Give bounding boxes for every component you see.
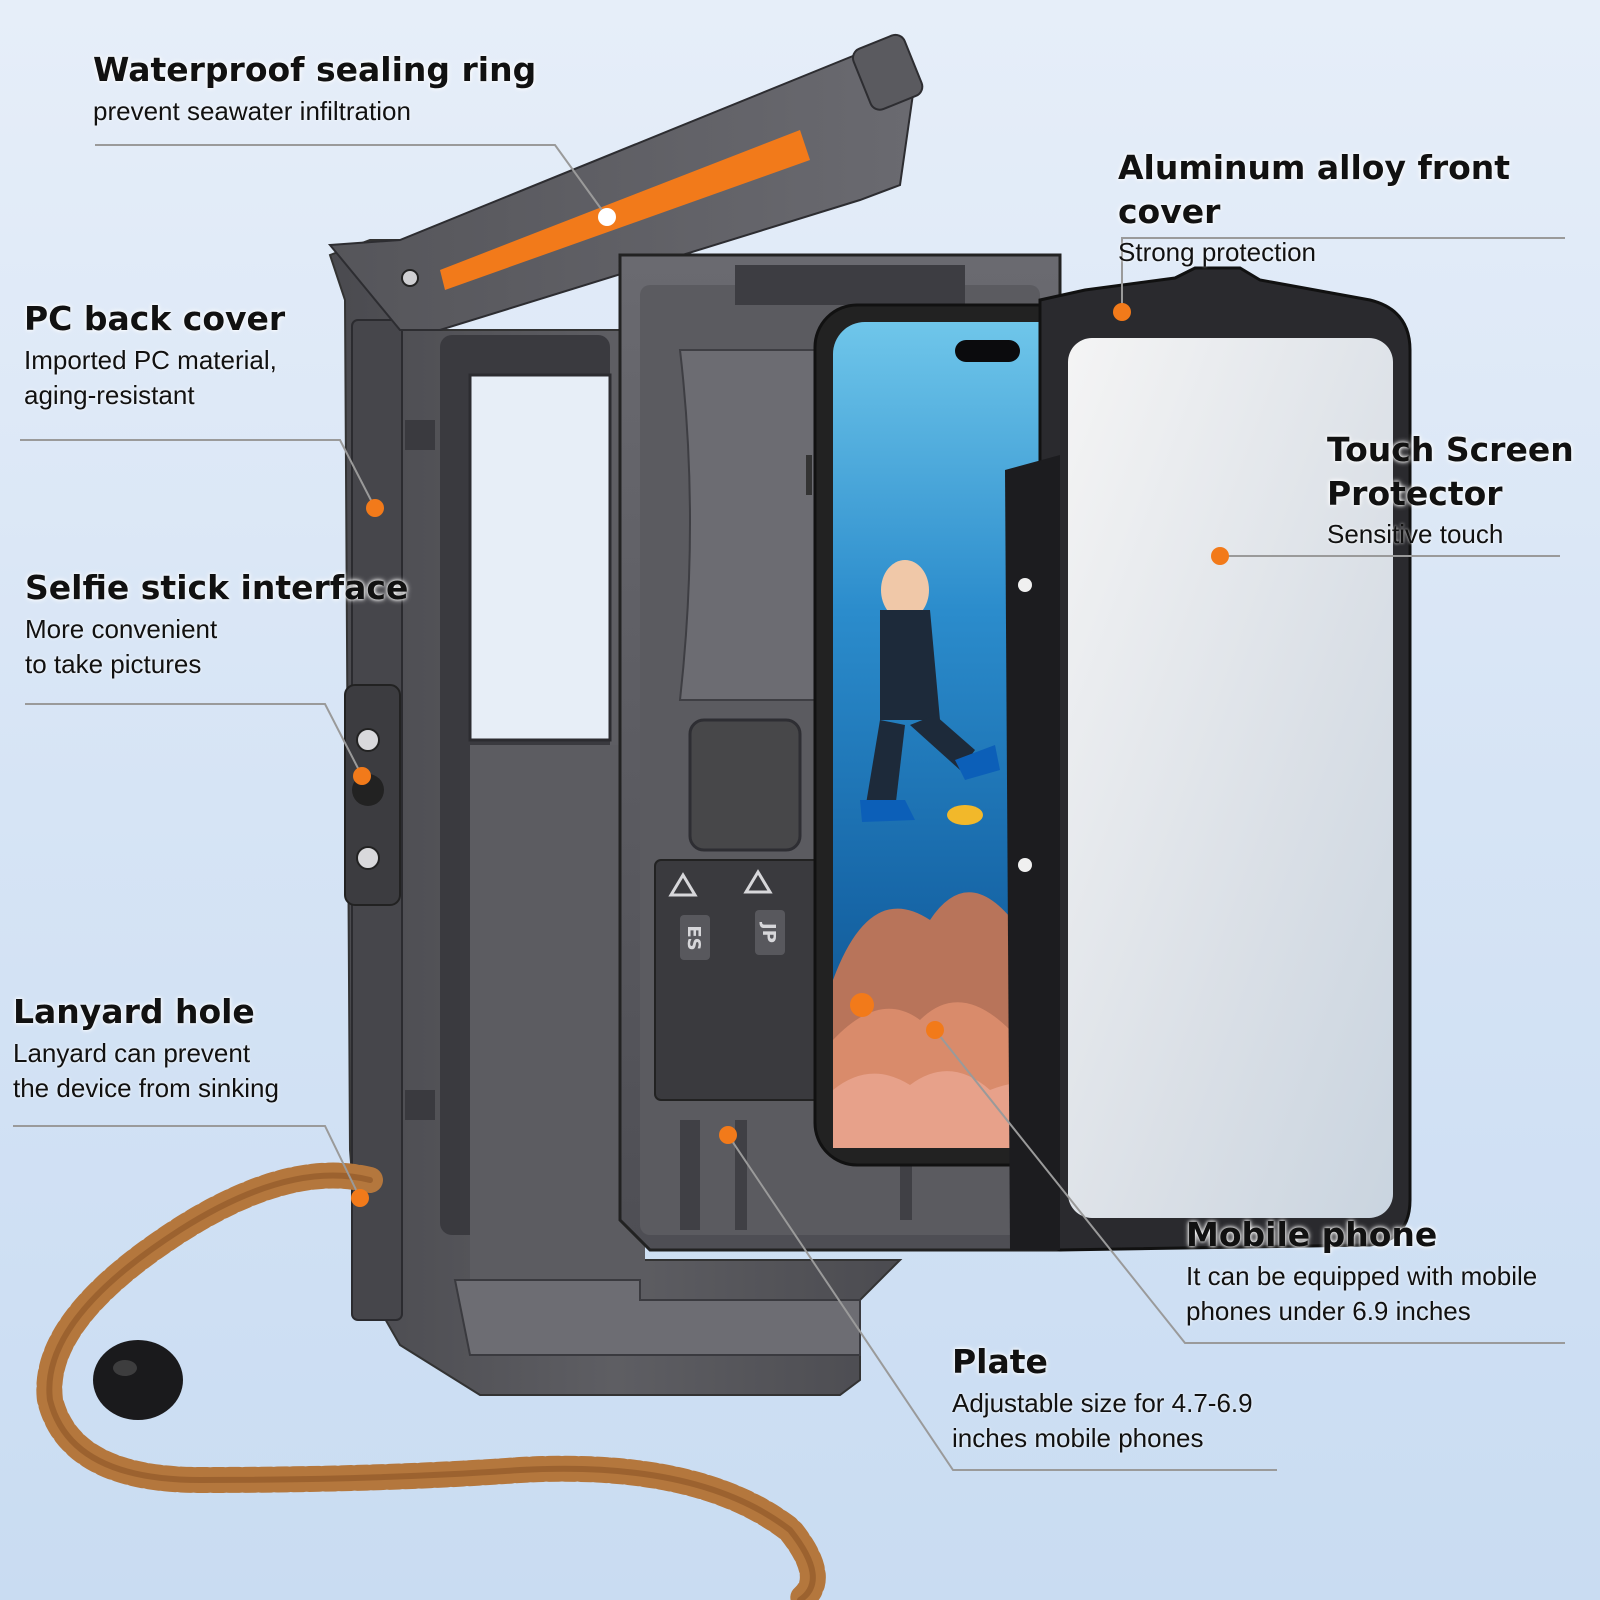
touch-protector-subtitle: Sensitive touch [1327,519,1504,550]
callout-sealing-ring: Waterproof sealing ring prevent seawater… [93,48,536,129]
plate-subtitle-line2: inches mobile phones [952,1422,1204,1453]
touch-protector-title-line2: Protector [1327,473,1503,513]
callout-plate: Plate Adjustable size for 4.7-6.9 inches… [952,1340,1253,1456]
selfie-interface-subtitle-line1: More convenient [25,613,218,644]
plate-subtitle: Adjustable size for 4.7-6.9 inches mobil… [952,1386,1253,1456]
front-cover-title: Aluminum alloy front cover [1118,148,1511,231]
plate-label-left: ES [683,925,704,950]
plate-label-right: JP [758,921,779,943]
callout-front-cover: Aluminum alloy front cover Strong protec… [1118,146,1600,270]
plate-subtitle-line1: Adjustable size for 4.7-6.9 [952,1387,1253,1418]
marker-plate [719,1126,737,1144]
callout-lanyard-hole: Lanyard hole Lanyard can prevent the dev… [13,990,279,1106]
back-cover-title: PC back cover [24,299,286,338]
selfie-interface-subtitle: More convenient to take pictures [25,612,408,682]
callout-selfie-interface: Selfie stick interface More convenient t… [25,566,408,682]
back-cover-subtitle-line2: aging-resistant [24,379,195,410]
marker-mobile-phone [926,1021,944,1039]
back-cover-subtitle: Imported PC material, aging-resistant [24,343,285,413]
front-cover-shape [1005,266,1412,1252]
marker-lanyard-hole [351,1189,369,1207]
lanyard-hole-subtitle: Lanyard can prevent the device from sink… [13,1036,279,1106]
callout-mobile-phone: Mobile phone It can be equipped with mob… [1186,1213,1537,1329]
lanyard-hole-title: Lanyard hole [13,992,255,1031]
back-cover-subtitle-line1: Imported PC material, [24,344,277,375]
plate-title: Plate [952,1342,1048,1381]
callout-leader-lines [13,144,1565,1471]
lanyard-hole-subtitle-line2: the device from sinking [13,1072,279,1103]
marker-touch-protector [1211,547,1229,565]
marker-front-cover [1113,303,1131,321]
callout-back-cover: PC back cover Imported PC material, agin… [24,297,285,413]
marker-selfie-interface [353,767,371,785]
selfie-interface-title: Selfie stick interface [25,568,409,607]
touch-protector-title: Touch Screen Protector [1327,428,1574,515]
sealing-ring-title: Waterproof sealing ring [93,50,537,89]
callout-touch-protector: Touch Screen Protector Sensitive touch [1327,428,1574,552]
lanyard-hole-subtitle-line1: Lanyard can prevent [13,1037,251,1068]
selfie-stick-mount [344,684,401,906]
mobile-phone-subtitle: It can be equipped with mobile phones un… [1186,1259,1537,1329]
mobile-phone-title: Mobile phone [1186,1215,1438,1254]
top-lid [327,33,924,331]
lanyard-strap [36,1162,826,1600]
callout-markers [351,208,1229,1207]
front-cover-subtitle: Strong protection [1118,237,1317,268]
touch-protector-title-line1: Touch Screen [1327,430,1574,469]
marker-sealing-ring [598,208,616,226]
sealing-ring-subtitle: prevent seawater infiltration [93,95,411,126]
mobile-phone-subtitle-line1: It can be equipped with mobile [1186,1260,1538,1291]
mobile-phone-subtitle-line2: phones under 6.9 inches [1186,1295,1471,1326]
marker-back-cover [366,499,384,517]
selfie-interface-subtitle-line2: to take pictures [25,648,202,679]
